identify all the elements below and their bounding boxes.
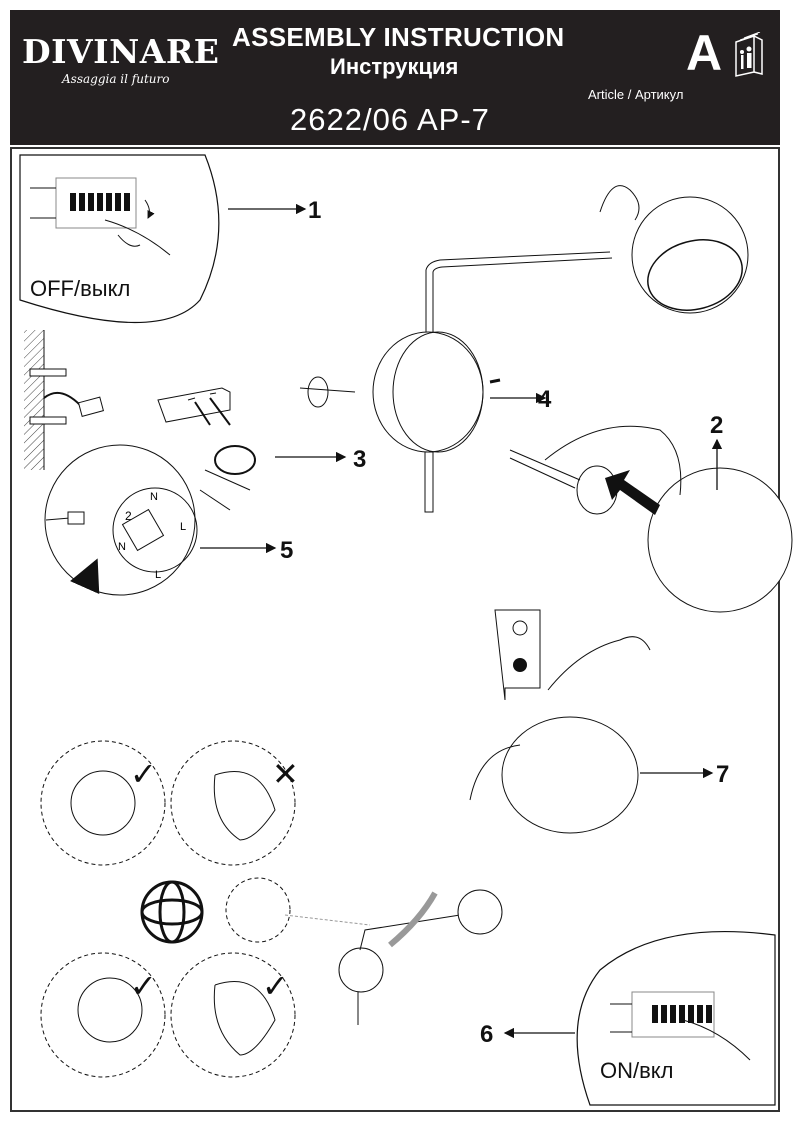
lamp-main-view xyxy=(299,185,749,513)
off-caption: OFF/выкл xyxy=(30,276,131,301)
check-icon: ✓ xyxy=(262,967,289,1005)
title-english: ASSEMBLY INSTRUCTION xyxy=(232,22,565,52)
step-6-label: 6 xyxy=(480,1021,494,1048)
brand-logo: DIVINARE xyxy=(22,32,220,71)
step7-touch-switch xyxy=(469,609,651,834)
brand-tagline: Assaggia il futuro xyxy=(62,72,170,86)
step-1-label: 1 xyxy=(308,197,322,224)
class-letter: A xyxy=(686,25,723,81)
neutral-label: N xyxy=(150,491,158,503)
orientation-checks xyxy=(40,740,296,1078)
step-3-label: 3 xyxy=(353,446,367,473)
on-caption: ON/вкл xyxy=(600,1058,674,1083)
step-5-label: 5 xyxy=(280,537,294,564)
instruction-frame xyxy=(10,147,780,1112)
cross-icon: ✕ xyxy=(272,755,299,793)
check-icon: ✓ xyxy=(130,967,157,1005)
neutral-label: N xyxy=(118,541,126,553)
header-banner: DIVINARE Assaggia il futuro ASSEMBLY INS… xyxy=(10,10,780,145)
live-label: L xyxy=(155,569,161,581)
wall-anchors xyxy=(24,330,105,470)
step1-breaker-off xyxy=(19,154,220,324)
step2-magnetic-shade xyxy=(509,425,793,613)
article-label: Article / Артикул xyxy=(588,87,684,102)
step6-breaker-on xyxy=(576,930,776,1106)
title-russian: Инструкция xyxy=(330,54,459,79)
step5-wiring-bubble: 2 N N L L xyxy=(44,444,198,596)
live-label: L xyxy=(180,521,186,533)
step3-bracket xyxy=(157,387,256,511)
manual-book-icon xyxy=(735,32,763,77)
step-7-label: 7 xyxy=(716,761,730,788)
rotation-demo-lamp xyxy=(284,889,503,1025)
step-4-label: 4 xyxy=(538,386,552,413)
wire-step-label: 2 xyxy=(125,509,132,523)
article-number: 2622/06 AP-7 xyxy=(290,102,490,137)
step-2-label: 2 xyxy=(710,412,724,439)
check-icon: ✓ xyxy=(130,755,157,793)
